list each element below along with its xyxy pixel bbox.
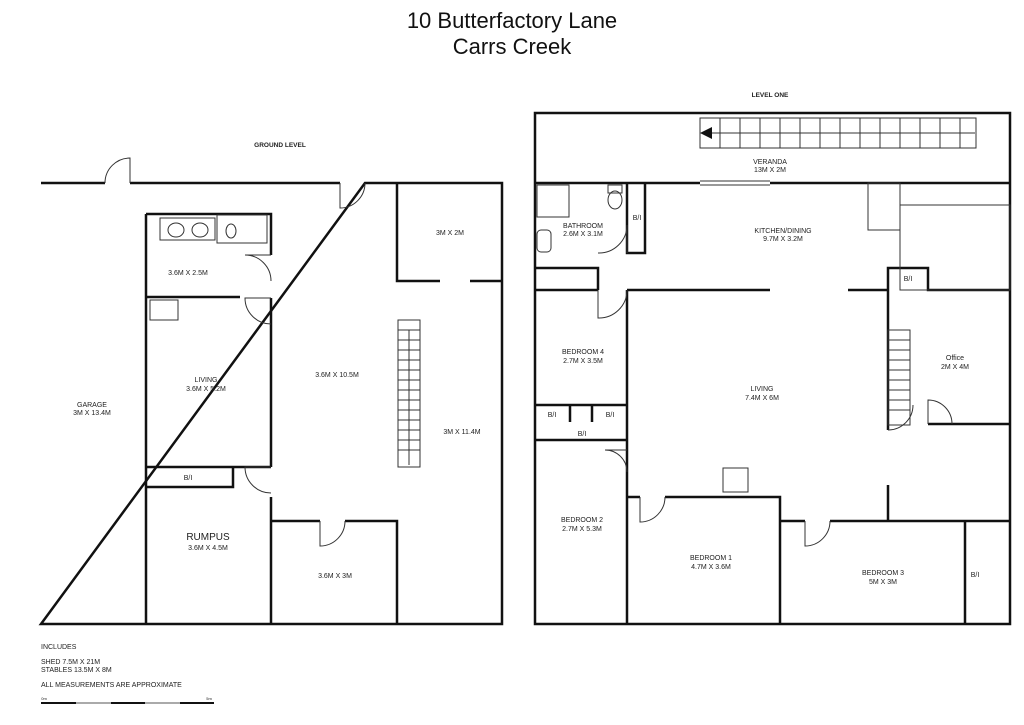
ground-living-name: LIVING	[195, 377, 218, 384]
bedroom3-name: BEDROOM 3	[862, 570, 904, 577]
level-one-plan: LEVEL ONE VERANDA 13M X 2M BATHROOM 2.6M…	[533, 92, 1012, 626]
office-name: Office	[946, 355, 964, 362]
bedroom2-size: 2.7M X 5.3M	[562, 526, 602, 533]
veranda-size: 13M X 2M	[754, 167, 786, 174]
room-size-3-6x3: 3.6M X 3M	[318, 573, 352, 580]
notes-stables: STABLES 13.5M X 8M	[41, 667, 112, 674]
plan-title-suburb: Carrs Creek	[452, 34, 572, 59]
bathroom-bi-label: B/I	[633, 215, 642, 222]
garage-name: GARAGE	[77, 402, 107, 409]
plan-title-address: 10 Butterfactory Lane	[406, 8, 618, 33]
scale-bar: 0m 5m	[41, 696, 214, 704]
bathroom-name: BATHROOM	[563, 223, 603, 230]
garage-size: 3M X 13.4M	[73, 410, 111, 417]
level-one-living-name: LIVING	[751, 386, 774, 393]
bedroom3-bi-label: B/I	[971, 572, 980, 579]
bedroom1-size: 4.7M X 3.6M	[691, 564, 731, 571]
kitchen-size: 9.7M X 3.2M	[763, 236, 803, 243]
room-size-3x11-4: 3M X 11.4M	[443, 429, 480, 436]
hall-size: 3.6M X 10.5M	[315, 372, 359, 379]
bi-label-3: B/I	[578, 431, 587, 438]
kitchen-bi-label: B/I	[904, 276, 913, 283]
ground-bi-label: B/I	[184, 475, 193, 482]
bathroom-size: 2.6M X 3.1M	[563, 231, 603, 238]
office-size: 2M X 4M	[941, 364, 969, 371]
bedroom3-size: 5M X 3M	[869, 579, 897, 586]
level-one-living-size: 7.4M X 6M	[745, 395, 779, 402]
ground-level-heading: GROUND LEVEL	[254, 142, 306, 149]
bi-label-1: B/I	[548, 412, 557, 419]
bedroom2-name: BEDROOM 2	[561, 517, 603, 524]
scale-start: 0m	[41, 696, 47, 701]
notes-includes: INCLUDES	[41, 644, 77, 651]
room-size-3x2: 3M X 2M	[436, 230, 464, 237]
bedroom4-name: BEDROOM 4	[562, 349, 604, 356]
scale-end: 5m	[206, 696, 212, 701]
veranda-stairs	[699, 117, 977, 149]
bedroom4-size: 2.7M X 3.5M	[563, 358, 603, 365]
veranda-name: VERANDA	[753, 159, 787, 166]
bedroom1-name: BEDROOM 1	[690, 555, 732, 562]
notes-shed: SHED 7.5M X 21M	[41, 659, 101, 666]
room-size-3-6x2-5: 3.6M X 2.5M	[168, 270, 208, 277]
notes-approximate: ALL MEASUREMENTS ARE APPROXIMATE	[41, 682, 182, 689]
office-stairs	[887, 329, 911, 426]
ground-living-size: 3.6M X 5.2M	[186, 386, 226, 393]
level-one-heading: LEVEL ONE	[752, 92, 789, 99]
bi-label-2: B/I	[606, 412, 615, 419]
ground-level-plan: GROUND LEVEL GARAGE 3M X 13.4M 3.6M X 2.…	[38, 142, 504, 626]
ground-stairs	[397, 319, 421, 468]
kitchen-name: KITCHEN/DINING	[754, 228, 811, 235]
rumpus-size: 3.6M X 4.5M	[188, 545, 228, 552]
rumpus-name: RUMPUS	[186, 532, 230, 543]
